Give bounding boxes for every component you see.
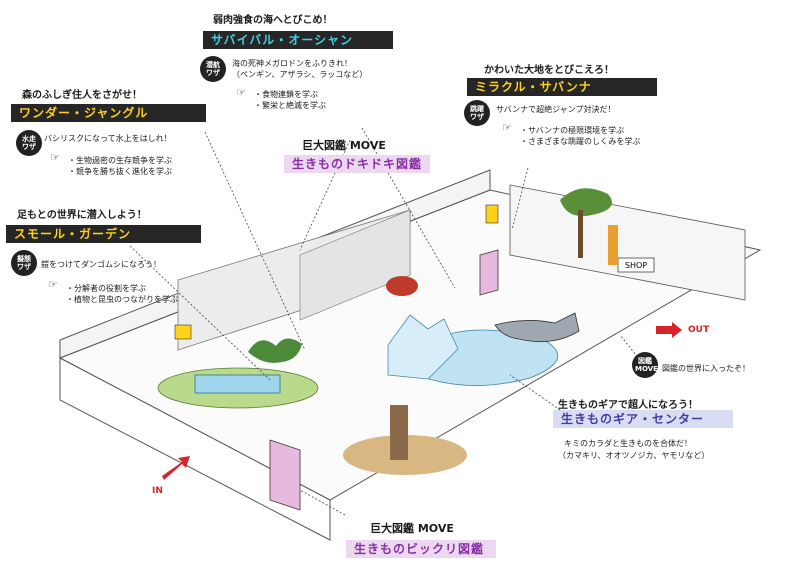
gear-title: 生きものギア・センター	[553, 410, 733, 428]
jungle-point-1: ・生物過密の生存競争を学ぶ	[68, 156, 172, 165]
jungle-tagline: 森のふしぎ住人をさがせ！	[22, 90, 142, 101]
survival-point-1: ・食物連鎖を学ぶ	[254, 90, 318, 99]
pointing-hand-icon: ☞	[50, 151, 60, 164]
gear-tagline: 生きものギアで超人になろう！	[558, 400, 698, 411]
jungle-plants	[248, 338, 302, 363]
savanna-title: ミラクル・サバンナ	[467, 78, 657, 96]
jungle-title: ワンダー・ジャングル	[11, 104, 206, 122]
shop-text: SHOP	[625, 261, 647, 270]
yellow-sign	[485, 204, 499, 224]
garden-badge: 擬態ワザ	[11, 250, 37, 276]
savanna-tree-trunk	[578, 210, 583, 258]
right-room	[509, 184, 746, 301]
dokidoki-title: 生きものドキドキ図鑑	[284, 155, 430, 173]
savanna-tagline: かわいた大地をとびこえろ！	[484, 65, 614, 76]
garden-pond	[194, 374, 281, 394]
out-arrow	[656, 322, 682, 338]
zukan-board	[479, 249, 499, 296]
bikkuri-title: 生きものビックリ図鑑	[346, 540, 496, 558]
pointing-hand-icon: ☞	[236, 86, 246, 99]
savanna-badge: 跳躍ワザ	[464, 100, 490, 126]
pointing-hand-icon: ☞	[502, 121, 512, 134]
garden-tagline: 足もとの世界に潜入しよう！	[17, 210, 147, 221]
in-arrow	[162, 456, 190, 480]
bikkuri-tagline: 巨大図鑑 MOVE	[370, 522, 454, 535]
savanna-tree	[560, 188, 612, 217]
jungle-point-2: ・競争を勝ち抜く進化を学ぶ	[68, 167, 172, 176]
survival-badge: 潜航ワザ	[200, 56, 226, 82]
jungle-badge: 水走ワザ	[16, 130, 42, 156]
in-label: IN	[152, 486, 163, 496]
survival-point-2: ・繁栄と絶滅を学ぶ	[254, 101, 326, 110]
savanna-point-1: ・サバンナの極限環境を学ぶ	[520, 126, 625, 135]
pointing-hand-icon: ☞	[48, 278, 58, 291]
yellow-sign	[174, 324, 192, 340]
survival-desc-2: （ペンギン、アザラシ、ラッコなど）	[232, 70, 368, 79]
garden-title: スモール・ガーデン	[6, 225, 201, 243]
savanna-point-2: ・さまざまな跳躍のしくみを学ぶ	[520, 137, 641, 146]
back-wall	[59, 357, 331, 541]
zukan-board	[269, 439, 301, 511]
survival-tagline: 弱肉強食の海へとびこめ！	[213, 15, 333, 26]
gear-desc-2: （カマキリ、オオツノジカ、ヤモリなど）	[558, 451, 710, 460]
savanna-desc-1: サバンナで超絶ジャンプ対決だ！	[496, 105, 616, 114]
move-note: 図鑑の世界に入ったぞ！	[662, 364, 750, 373]
shop-pillar	[608, 225, 618, 265]
dokidoki-tagline: 巨大図鑑 MOVE	[302, 139, 386, 152]
dead-tree	[390, 405, 408, 460]
garden-desc-1: 鎧をつけてダンゴムシになろう！	[41, 260, 161, 269]
move-badge: 図鑑MOVE	[632, 352, 658, 378]
mushroom	[386, 276, 418, 296]
out-label: OUT	[688, 325, 710, 335]
survival-title: サバイバル・オーシャン	[203, 31, 393, 49]
survival-desc-1: 海の死神メガロドンをふりきれ！	[232, 59, 352, 68]
shark	[494, 312, 580, 343]
garden-point-2: ・植物と昆虫のつながりを学ぶ	[66, 295, 178, 304]
iceberg	[387, 314, 459, 380]
jungle-desc-1: バシリスクになって水上をはしれ！	[44, 134, 172, 143]
garden-point-1: ・分解者の役割を学ぶ	[66, 284, 146, 293]
wall-panel	[299, 209, 411, 321]
gear-desc-1: キミのカラダと生きものを合体だ！	[564, 439, 692, 448]
